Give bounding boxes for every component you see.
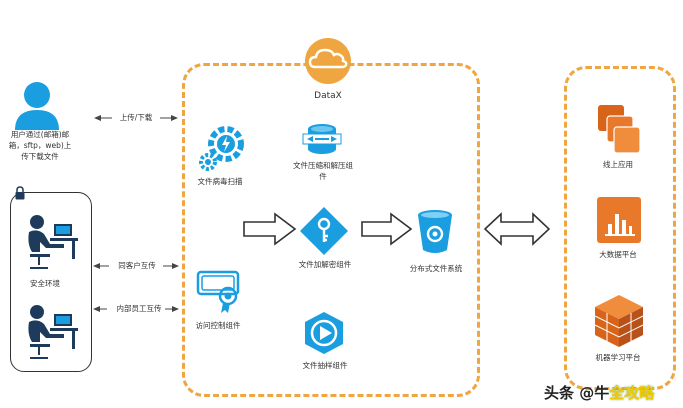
big-data-icon (597, 197, 641, 243)
virus-scan-label: 文件病毒扫描 (197, 177, 243, 186)
access-control-label: 访问控制组件 (195, 321, 241, 330)
play-hexagon-icon (305, 312, 343, 354)
virus-scan-icon (199, 126, 244, 171)
worker-at-desk-icon-1 (28, 215, 78, 269)
ml-platform-icon (594, 295, 644, 347)
compress-icon (302, 124, 342, 154)
distributed-fs-label: 分布式文件系统 (409, 264, 463, 273)
safe-environment-box (10, 192, 92, 372)
user-icon (15, 82, 59, 130)
online-app-label: 线上应用 (603, 160, 633, 169)
internal-transfer-arrow (93, 306, 179, 312)
watermark-prefix: 头条 @牛 (544, 384, 610, 402)
datax-label: DataX (314, 91, 342, 101)
user-label-line-1: 用户通过(邮箱)邮 (10, 130, 70, 139)
compress-label-line-2: 件 (319, 172, 327, 181)
upload-download-arrow (94, 115, 178, 121)
targets-dashed-box (564, 66, 676, 390)
padlock-icon (15, 186, 25, 200)
safe-env-label: 安全环境 (30, 279, 60, 288)
flow-arrow-to-fs (361, 212, 413, 246)
upload-download-label: 上传/下载 (119, 113, 153, 122)
watermark: 头条 @牛全攻略 (544, 382, 654, 403)
key-diamond-icon (300, 207, 348, 255)
compress-label-line-1: 文件压缩和解压组 (293, 161, 353, 170)
certificate-icon (196, 270, 240, 313)
user-label-line-3: 传下载文件 (21, 152, 59, 161)
ml-platform-label: 机器学习平台 (595, 353, 641, 362)
flow-arrow-to-encrypt (243, 212, 297, 246)
watermark-highlight: 全攻略 (609, 384, 655, 402)
customer-transfer-label: 同客户互传 (118, 261, 156, 270)
user-label-line-2: 箱，sftp，web)上 (8, 141, 72, 150)
bucket-icon (418, 210, 452, 253)
encrypt-label: 文件加解密组件 (298, 260, 352, 269)
internal-transfer-label: 内部员工互传 (116, 304, 162, 313)
bidirectional-arrow (484, 212, 550, 246)
worker-at-desk-icon-2 (28, 305, 78, 359)
customer-transfer-arrow (93, 263, 179, 269)
big-data-label: 大数据平台 (599, 250, 637, 259)
cloud-icon (305, 38, 351, 84)
online-app-icon (598, 105, 641, 154)
sampling-label: 文件抽样组件 (302, 361, 348, 370)
